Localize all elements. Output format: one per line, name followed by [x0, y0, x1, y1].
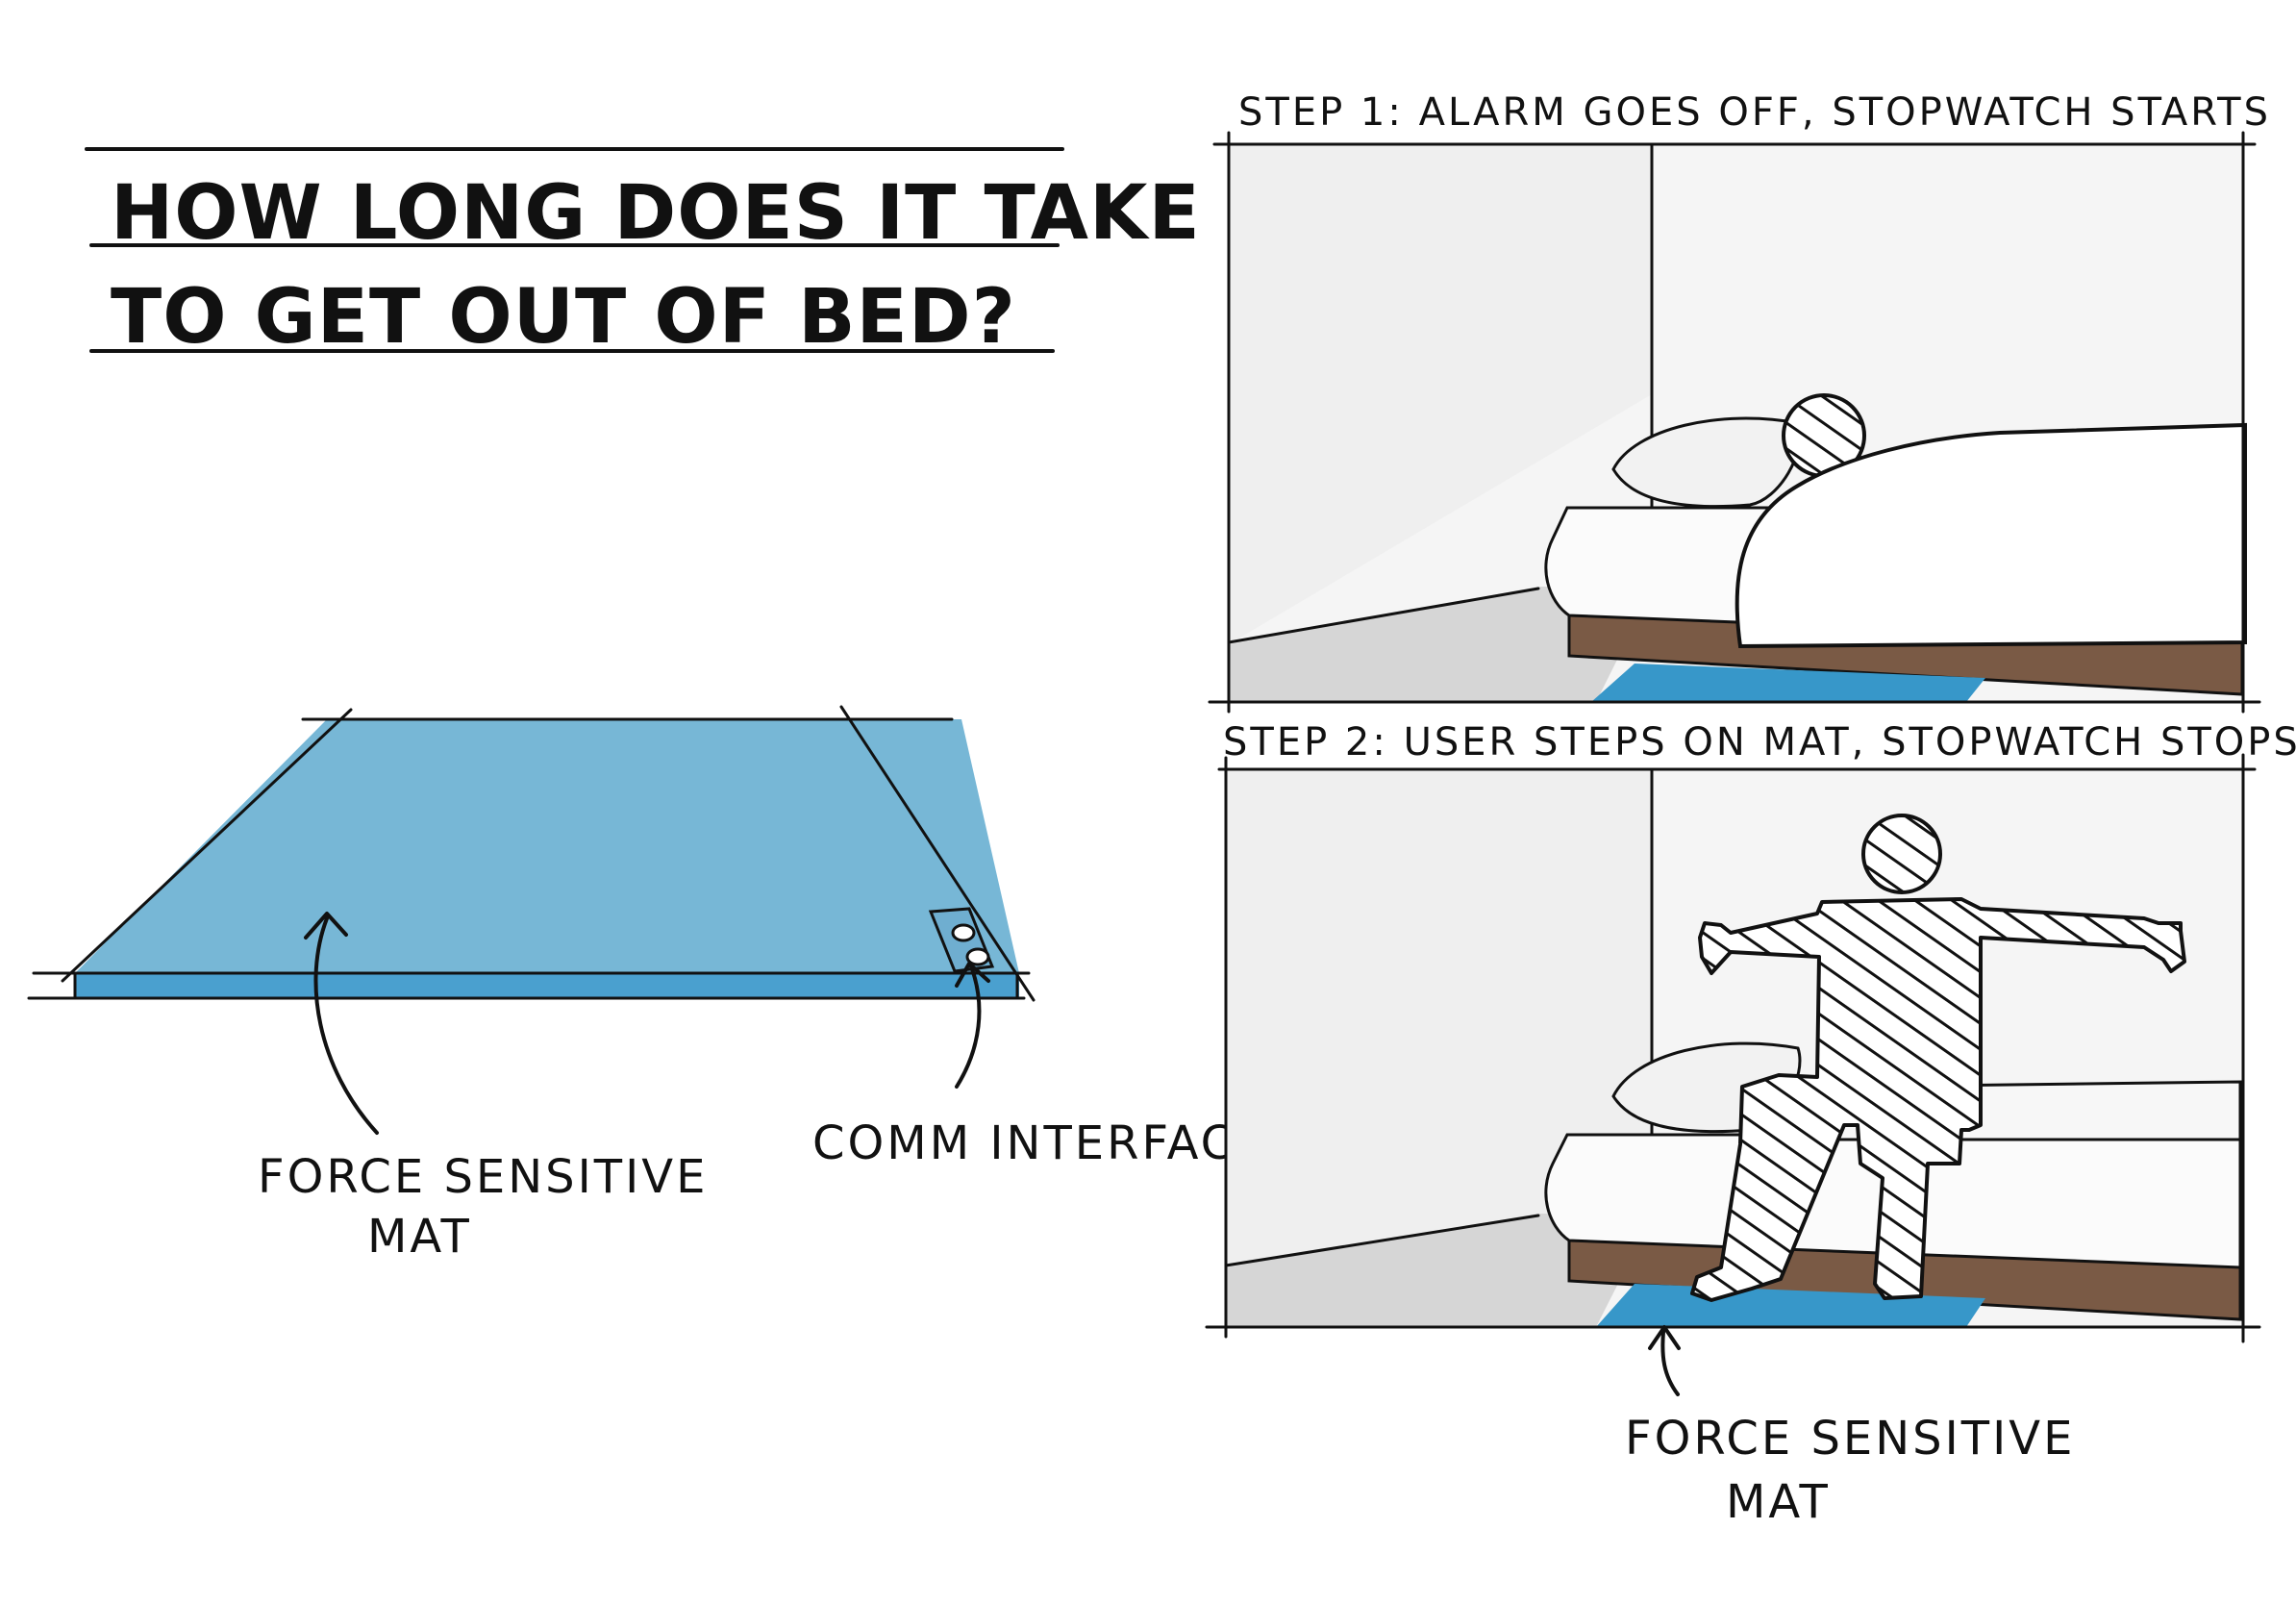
mat-illustration	[29, 707, 1034, 1133]
bottom-mat-label-line-2: MAT	[1726, 1475, 1831, 1529]
step-1-label: STEP 1: ALARM GOES OFF, STOPWATCH STARTS	[1238, 90, 2271, 135]
mat-front-edge	[75, 973, 1019, 998]
step-2-label: STEP 2: USER STEPS ON MAT, STOPWATCH STO…	[1223, 720, 2296, 764]
mat-label-line-2: MAT	[367, 1210, 472, 1264]
comm-interface-label: COMM INTERFACE	[812, 1116, 1267, 1170]
mat-label-line-1: FORCE SENSITIVE	[258, 1150, 708, 1204]
title-line-2: TO GET OUT OF BED?	[111, 274, 1016, 361]
mat-top-surface	[75, 719, 1019, 973]
comm-port-icon	[953, 925, 974, 940]
title-line-1: HOW LONG DOES IT TAKE	[111, 170, 1201, 257]
standing-person-head	[1863, 815, 1940, 892]
step-1-panel	[1210, 133, 2259, 712]
bottom-mat-label-line-1: FORCE SENSITIVE	[1625, 1412, 2075, 1466]
step-2-panel	[1207, 755, 2259, 1394]
title-block: HOW LONG DOES IT TAKE TO GET OUT OF BED?	[87, 149, 1201, 361]
